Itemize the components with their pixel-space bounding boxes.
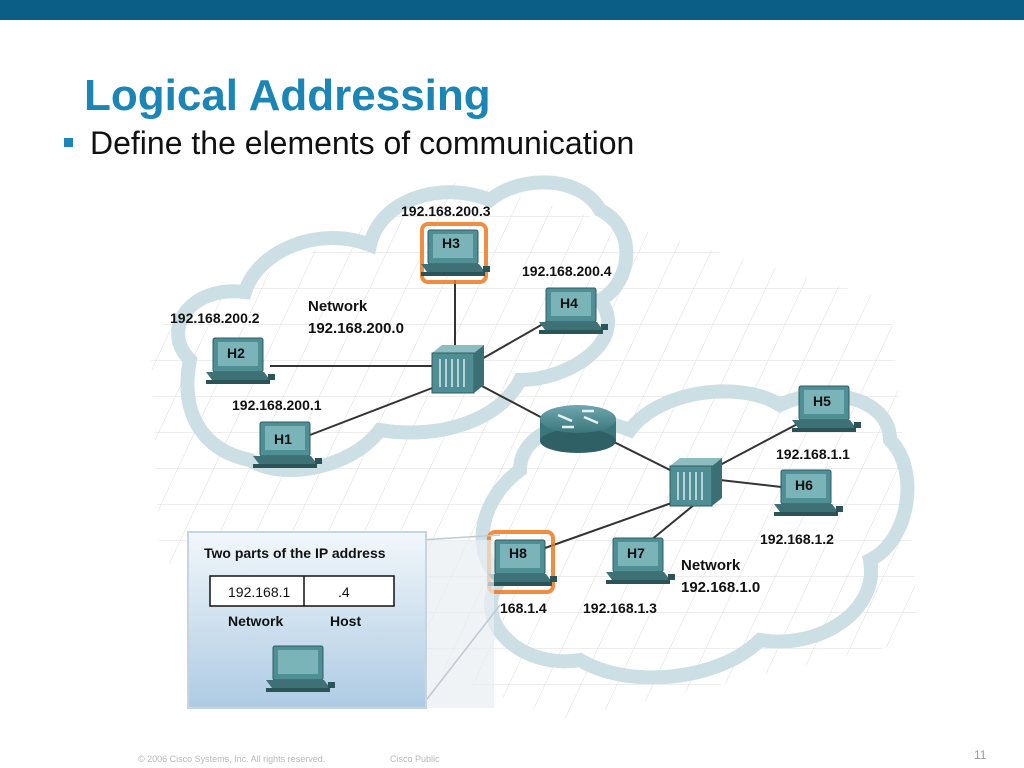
- host-label-h2: H2: [227, 345, 245, 361]
- host-label-h6: H6: [795, 477, 813, 493]
- network-address-200: 192.168.200.0: [308, 320, 404, 337]
- footer-copyright: © 2006 Cisco Systems, Inc. All rights re…: [138, 754, 326, 764]
- switch-network-200: [431, 345, 484, 394]
- ip-label-h3: 192.168.200.3: [401, 203, 491, 219]
- cloud-network-1: [475, 384, 915, 685]
- host-label-h4: H4: [560, 295, 578, 311]
- network-links: [270, 280, 806, 549]
- network-address-1: 192.168.1.0: [681, 579, 760, 596]
- host-h1: H1: [252, 421, 323, 469]
- slide-bullet: Define the elements of communication: [90, 125, 635, 161]
- footer-classification: Cisco Public: [390, 754, 440, 764]
- bullet-square-icon: [64, 138, 73, 147]
- callout-host-part: .4: [338, 584, 350, 600]
- ip-label-h5: 192.168.1.1: [776, 446, 850, 462]
- callout-network-part: 192.168.1: [228, 584, 290, 600]
- host-h6: H6: [773, 469, 844, 517]
- ip-label-h1: 192.168.200.1: [232, 397, 322, 413]
- page-number: 11: [974, 748, 987, 762]
- router-icon: [540, 405, 616, 453]
- host-h4: H4: [538, 287, 609, 335]
- ip-address-field: [209, 575, 395, 607]
- ip-label-h2: 192.168.200.2: [170, 310, 260, 326]
- ip-label-h7: 192.168.1.3: [583, 600, 657, 616]
- callout-network-label: Network: [228, 613, 283, 629]
- host-label-h1: H1: [274, 431, 292, 447]
- network-label-1: Network: [681, 557, 741, 574]
- host-label-h7: H7: [627, 545, 645, 561]
- host-h7: H7: [605, 537, 676, 585]
- ip-label-h8: 168.1.4: [500, 600, 547, 616]
- ip-label-h4: 192.168.200.4: [522, 263, 612, 279]
- slide-title: Logical Addressing: [84, 71, 491, 120]
- host-label-h3: H3: [442, 235, 460, 251]
- switch-network-1: [669, 458, 722, 507]
- network-label-200: Network: [308, 298, 368, 315]
- ip-label-h6: 192.168.1.2: [760, 531, 834, 547]
- callout-title: Two parts of the IP address: [204, 545, 386, 561]
- host-h3: H3: [420, 222, 491, 284]
- host-h5: H5: [791, 385, 862, 433]
- callout-host-label: Host: [330, 613, 361, 629]
- host-label-h8: H8: [509, 545, 527, 561]
- host-label-h5: H5: [813, 393, 831, 409]
- ip-address-callout: Two parts of the IP address 192.168.1 .4…: [187, 531, 427, 709]
- callout-connector: [420, 540, 494, 708]
- top-banner: [0, 0, 1024, 20]
- host-h2: H2: [205, 337, 276, 385]
